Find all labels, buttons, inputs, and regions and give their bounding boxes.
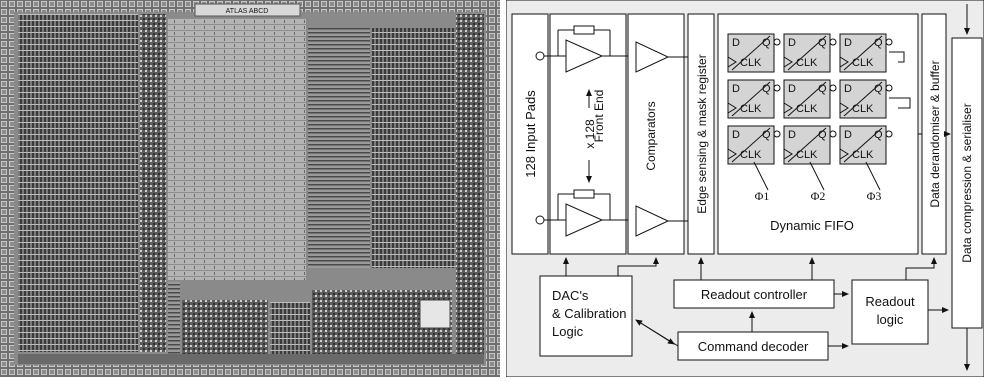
fifo-cell-clk: CLK	[740, 57, 762, 69]
fifo-block-left	[308, 28, 370, 268]
edge-sensing-block	[168, 18, 306, 280]
right-logic-column	[456, 14, 484, 354]
fifo-cell-d: D	[732, 83, 740, 95]
output-bubble	[830, 85, 836, 91]
block-diagram-svg: 128 Input Pads Front End x 128 Comparato…	[506, 0, 984, 377]
phase3-label: Φ3	[867, 189, 882, 203]
bottom-pad-row	[0, 365, 500, 377]
dac-label-line3: Logic	[552, 324, 584, 339]
dac-label-line1: DAC's	[552, 288, 589, 303]
input-pad-bottom	[536, 216, 544, 224]
bias-block	[168, 282, 180, 362]
output-bubble	[774, 131, 780, 137]
block-diagram: 128 Input Pads Front End x 128 Comparato…	[506, 0, 984, 377]
readout-logic-line2: logic	[877, 312, 904, 327]
fifo-cell-clk: CLK	[740, 103, 762, 115]
phase2-label: Φ2	[811, 189, 826, 203]
logo-block	[420, 300, 450, 328]
feedback-resistor-bottom	[574, 190, 594, 198]
front-end-array	[18, 14, 138, 352]
fifo-cell-clk: CLK	[796, 149, 818, 161]
power-rail	[18, 354, 484, 364]
derandomiser-label: Data derandomiser & buffer	[928, 60, 942, 207]
fifo-cell-d: D	[844, 83, 852, 95]
fifo-cell-clk: CLK	[852, 149, 874, 161]
output-bubble	[886, 131, 892, 137]
output-bubble	[886, 39, 892, 45]
output-bubble	[830, 39, 836, 45]
command-decoder-label: Command decoder	[698, 339, 809, 354]
comparator-array	[140, 14, 166, 352]
dac-label-line2: & Calibration	[552, 306, 626, 321]
comparators-label: Comparators	[644, 101, 658, 170]
output-bubble	[886, 85, 892, 91]
fifo-cell-clk: CLK	[796, 103, 818, 115]
feedback-resistor-top	[574, 26, 594, 34]
compression-label: Data compression & serialiser	[960, 103, 974, 262]
fifo-cell-d: D	[844, 37, 852, 49]
phase1-label: Φ1	[755, 189, 770, 203]
fifo-cell-clk: CLK	[852, 57, 874, 69]
left-pad-column	[0, 0, 14, 377]
fifo-cell-d: D	[844, 129, 852, 141]
input-pads-label: 128 Input Pads	[523, 90, 538, 178]
chip-label: ATLAS ABCD	[226, 8, 269, 15]
fifo-cell-d: D	[788, 83, 796, 95]
right-pad-column	[486, 0, 500, 377]
input-pad-top	[536, 52, 544, 60]
output-bubble	[830, 131, 836, 137]
readout-controller-label: Readout controller	[701, 287, 808, 302]
fifo-cell-d: D	[788, 37, 796, 49]
times-128-label: x 128	[583, 119, 597, 149]
fifo-cell-clk: CLK	[740, 149, 762, 161]
chip-die-photo: ATLAS ABCD	[0, 0, 500, 377]
chip-die-image: ATLAS ABCD	[0, 0, 500, 377]
readout-logic-line1: Readout	[865, 294, 915, 309]
fifo-cell-d: D	[788, 129, 796, 141]
fifo-cell-clk: CLK	[796, 57, 818, 69]
fifo-cell-d: D	[732, 37, 740, 49]
fifo-cell-d: D	[732, 129, 740, 141]
output-bubble	[774, 85, 780, 91]
calibration-block	[270, 302, 310, 362]
fifo-cell-clk: CLK	[852, 103, 874, 115]
fifo-title: Dynamic FIFO	[770, 218, 854, 233]
edge-sensing-label: Edge sensing & mask register	[695, 54, 709, 213]
output-bubble	[774, 39, 780, 45]
